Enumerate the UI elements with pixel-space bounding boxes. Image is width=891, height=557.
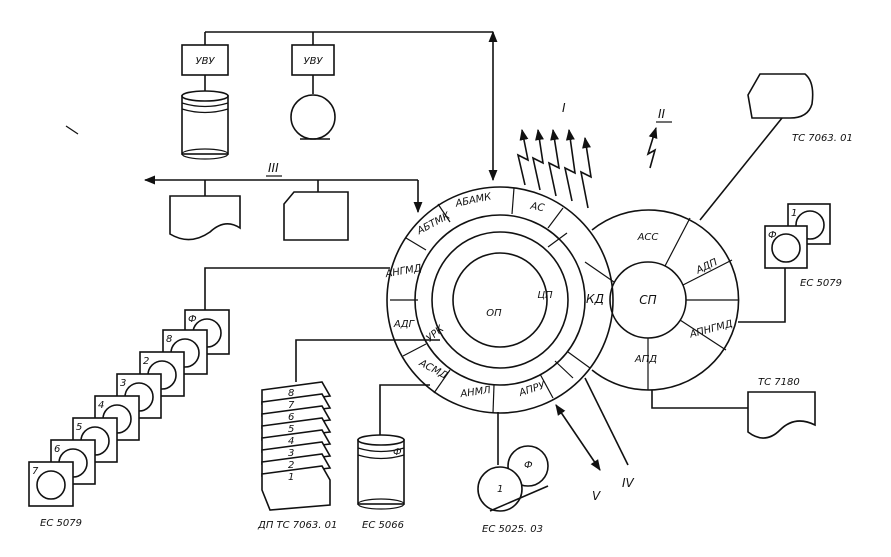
left-ring: АБАМК АС АБТМК АНГМД АДГ УРК АСМД АНМЛ А… xyxy=(384,186,614,414)
sp-label: СП xyxy=(639,293,656,307)
svg-text:7: 7 xyxy=(288,400,295,411)
svg-text:Ф: Ф xyxy=(188,314,197,325)
svg-text:5: 5 xyxy=(288,424,294,435)
terminal-icon xyxy=(747,73,814,119)
reel-icon xyxy=(290,94,336,140)
bus-iii: III xyxy=(143,161,423,241)
svg-text:3: 3 xyxy=(288,448,294,459)
seg-as: АС xyxy=(529,201,546,214)
tape-es5025: Ф 1 ЕС 5025. 03 xyxy=(477,412,549,535)
terminal-ts7063: ТС 7063. 01 xyxy=(699,73,853,221)
svg-text:6: 6 xyxy=(54,444,60,455)
seg-apngmd: АПНГМД xyxy=(688,319,734,341)
uvu-unit-right: УВУ xyxy=(290,44,336,140)
top-bus xyxy=(204,30,498,182)
seg-adp: АДП xyxy=(694,257,720,277)
seg-ass: АСС xyxy=(637,232,659,243)
svg-text:Ф: Ф xyxy=(768,230,777,241)
svg-text:1: 1 xyxy=(288,472,294,483)
disk-stack-units: Ф 8 2 3 4 5 6 7 xyxy=(28,309,230,507)
uvu-label-right: УВУ xyxy=(303,56,323,67)
roman-v: V xyxy=(592,489,601,503)
roman-iii: III xyxy=(268,161,279,175)
seg-apd: АПД xyxy=(634,354,657,365)
display-units: 8 7 6 5 4 3 2 1 xyxy=(261,381,332,511)
drum-es5066: Ф ЕС 5066 xyxy=(357,384,430,531)
disk-pack-icon xyxy=(181,90,229,160)
roman-ii: II xyxy=(658,107,666,121)
terminal-caption: ТС 7063. 01 xyxy=(792,133,853,144)
disk-stack: Ф 8 2 3 4 5 6 7 ЕС 5079 xyxy=(28,267,390,529)
kd-label: КД xyxy=(586,292,604,306)
paper-tape-icon xyxy=(169,195,241,241)
tape-caption: ЕС 5025. 03 xyxy=(482,524,543,535)
svg-text:7: 7 xyxy=(32,466,39,477)
svg-text:2: 2 xyxy=(288,460,294,471)
printer-ts7180: ТС 7180 xyxy=(651,377,816,439)
seg-adg: АДГ xyxy=(393,319,416,330)
cpu-label: ЦП xyxy=(537,290,553,301)
disk-right-caption: ЕС 5079 xyxy=(800,278,842,289)
disk-right: 1 Ф ЕС 5079 xyxy=(738,203,842,323)
svg-text:5: 5 xyxy=(76,422,82,433)
drum-caption: ЕС 5066 xyxy=(362,520,404,531)
seg-anml: АНМЛ xyxy=(459,385,492,400)
uvu-unit-left: УВУ xyxy=(181,44,229,160)
stray-mark xyxy=(65,125,79,135)
channels-i: I xyxy=(516,101,593,209)
card-reader-icon xyxy=(283,191,349,241)
roman-iv: IV xyxy=(622,476,635,490)
channel-ii: II xyxy=(646,107,672,169)
svg-text:6: 6 xyxy=(288,412,294,423)
svg-text:1: 1 xyxy=(497,484,503,495)
printer-caption: ТС 7180 xyxy=(758,377,800,388)
svg-text:8: 8 xyxy=(288,388,294,399)
svg-text:Ф: Ф xyxy=(393,447,402,458)
display-caption: ДП ТС 7063. 01 xyxy=(257,520,337,531)
roman-i: I xyxy=(562,101,566,115)
svg-text:2: 2 xyxy=(143,356,149,367)
printer-icon xyxy=(747,391,816,439)
svg-text:4: 4 xyxy=(98,400,104,411)
svg-text:4: 4 xyxy=(288,436,294,447)
svg-text:1: 1 xyxy=(791,208,797,219)
disk-stack-caption: ЕС 5079 xyxy=(40,518,82,529)
svg-text:8: 8 xyxy=(166,334,172,345)
svg-text:Ф: Ф xyxy=(524,460,533,471)
memory-label: ОП xyxy=(486,308,502,319)
uvu-label-left: УВУ xyxy=(195,56,215,67)
display-stack: 8 7 6 5 4 3 2 1 ДП ТС 7063. 01 xyxy=(257,339,440,531)
svg-text:3: 3 xyxy=(120,378,126,389)
channels-iv-v: V IV xyxy=(555,377,635,503)
